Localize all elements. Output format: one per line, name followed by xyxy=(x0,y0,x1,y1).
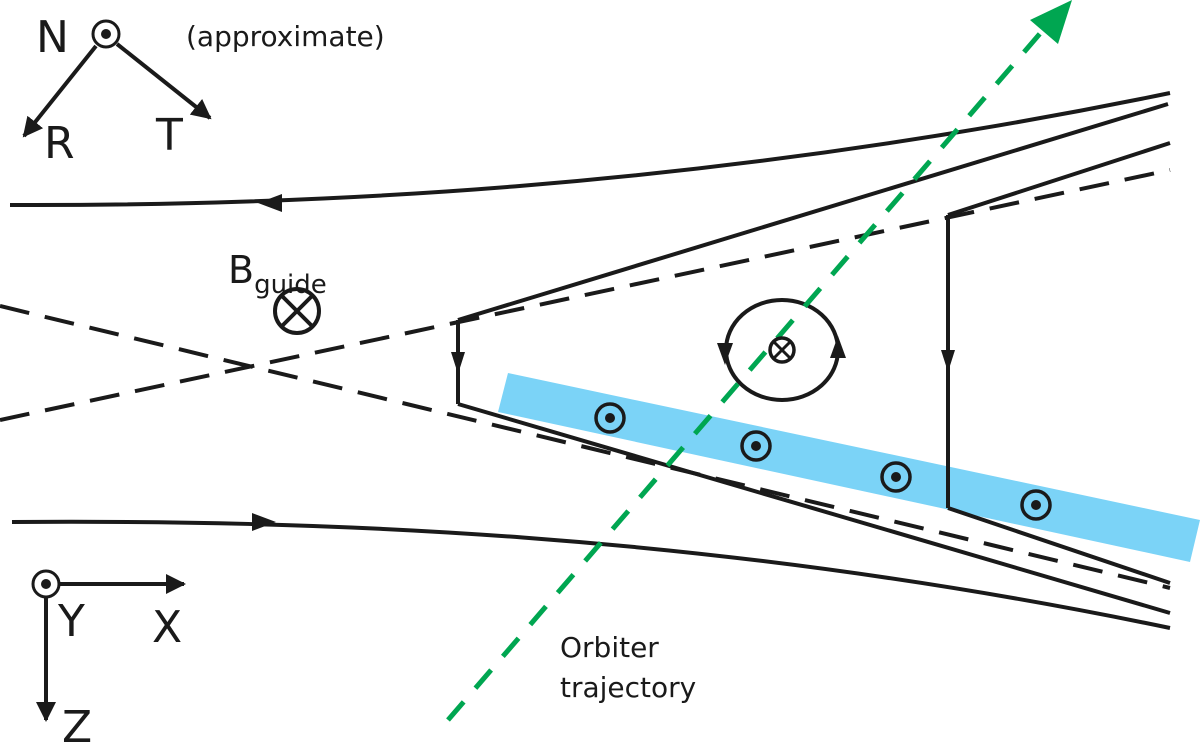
flux-rope-arrow-right-icon xyxy=(830,336,846,358)
current-sheet-out-of-page-icon xyxy=(594,402,626,434)
t-axis-label: T xyxy=(155,110,183,161)
y-axis-out-of-page-icon xyxy=(31,569,61,599)
flux-rope-core-into-page-icon xyxy=(768,336,796,364)
separatrix-2 xyxy=(0,168,1171,422)
r-axis-arrow xyxy=(22,44,98,138)
exhaust-lower-inner xyxy=(947,506,1171,585)
left-connector-arrow-icon xyxy=(451,352,465,374)
current-sheet-out-of-page-icon xyxy=(1020,489,1052,521)
current-sheet-out-of-page-icon xyxy=(740,430,772,462)
lower-field-arrow-icon xyxy=(252,513,276,531)
z-axis-label: Z xyxy=(62,702,92,747)
current-sheet-out-of-page-icon xyxy=(880,461,912,493)
exhaust-upper-inner xyxy=(947,141,1171,217)
guide-field-label: Bguide xyxy=(228,248,327,300)
trajectory-arrowhead-icon xyxy=(1030,0,1072,44)
guide-field-into-page-icon xyxy=(273,287,321,335)
xyz-frame: Y X Z xyxy=(31,569,186,747)
rtn-frame: N R T (approximate) xyxy=(22,12,385,169)
orbiter-label-line1: Orbiter xyxy=(560,631,659,664)
separatrix-1 xyxy=(0,304,1171,590)
n-axis-label: N xyxy=(36,12,69,63)
lower-field-line xyxy=(11,519,1171,630)
upper-field-arrow-icon xyxy=(258,194,282,212)
n-axis-out-of-page-icon xyxy=(91,19,121,49)
flux-rope-arrow-left-icon xyxy=(717,343,733,365)
exhaust-upper-outer xyxy=(457,102,1169,322)
right-connector-arrow-icon xyxy=(941,350,955,372)
r-axis-label: R xyxy=(44,118,75,169)
current-sheet-band xyxy=(498,373,1200,562)
approximate-note: (approximate) xyxy=(186,20,385,53)
exhaust-lower-outer xyxy=(457,402,1171,615)
orbiter-trajectory xyxy=(446,20,1052,722)
x-axis-label: X xyxy=(152,602,182,653)
orbiter-label-line2: trajectory xyxy=(560,671,696,704)
upper-field-line xyxy=(9,91,1171,208)
y-axis-label: Y xyxy=(57,596,85,647)
t-axis-arrow xyxy=(115,42,212,120)
